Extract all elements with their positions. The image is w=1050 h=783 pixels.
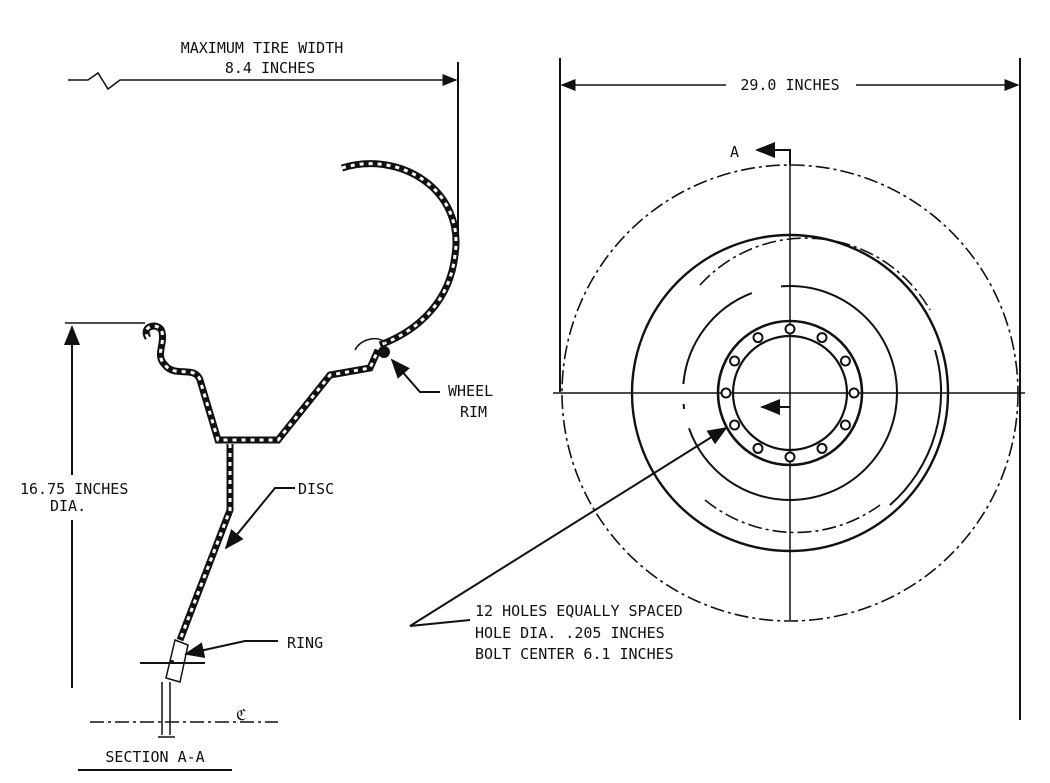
width-dimension-line [68,71,458,91]
centerline: ℭ [90,706,278,724]
section-title: SECTION A-A [78,748,232,771]
bolt-hole [720,387,732,399]
bolt-hole [784,451,796,463]
wheel-rim-section [142,322,390,444]
bolt-hole [839,419,851,431]
ring-body [165,638,189,683]
bolt-hole [816,332,828,344]
overall-width-dimension: 29.0 INCHES [559,58,1021,720]
diameter-label: 16.75 INCHES [20,480,128,498]
rim-inner-circle [682,285,898,501]
diameter-label-dia: DIA. [50,497,86,515]
bolt-hole [729,355,741,367]
max-tire-width-value: 8.4 INCHES [225,59,315,77]
section-marker: A [730,142,791,165]
disc-section [140,444,234,738]
wheel-front-view [553,164,1025,622]
hub-outer-circle [716,319,864,467]
rim-diameter-dimension: 16.75 INCHES DIA. [20,322,145,688]
max-tire-width-label: MAXIMUM TIRE WIDTH [181,39,344,57]
ring-label: RING [287,634,323,652]
hole-note-bolt-center: BOLT CENTER 6.1 INCHES [475,645,674,663]
rim-bead-marker [378,346,390,358]
wheel-rim-label: WHEEL [448,382,493,400]
bolt-hole [784,323,796,335]
overall-width-label: 29.0 INCHES [740,76,839,94]
tire-outline [561,164,1019,622]
ring-callout: RING [184,634,323,658]
centerline-symbol: ℭ [236,706,247,724]
bolt-hole [752,332,764,344]
max-tire-width-dimension: MAXIMUM TIRE WIDTH 8.4 INCHES [68,39,459,250]
hole-note-diameter: HOLE DIA. .205 INCHES [475,624,665,642]
hub-inner-circle [731,334,849,452]
bolt-hole [839,355,851,367]
bolt-hole [848,387,860,399]
section-title-label: SECTION A-A [105,748,204,766]
wheel-rim-callout: WHEEL RIM [390,358,493,421]
hole-note-count: 12 HOLES EQUALLY SPACED [475,602,683,620]
bolt-hole [752,442,764,454]
section-marker-label: A [730,143,739,161]
disc-callout: DISC [224,480,334,550]
disc-label: DISC [298,480,334,498]
bolt-holes [720,323,860,463]
bolt-hole-callout: 12 HOLES EQUALLY SPACED HOLE DIA. .205 I… [409,426,728,663]
tire-section [340,160,460,351]
rim-outer-circle [630,233,950,553]
bolt-hole [729,419,741,431]
wheel-rim-label-2: RIM [460,403,487,421]
bolt-hole [816,442,828,454]
